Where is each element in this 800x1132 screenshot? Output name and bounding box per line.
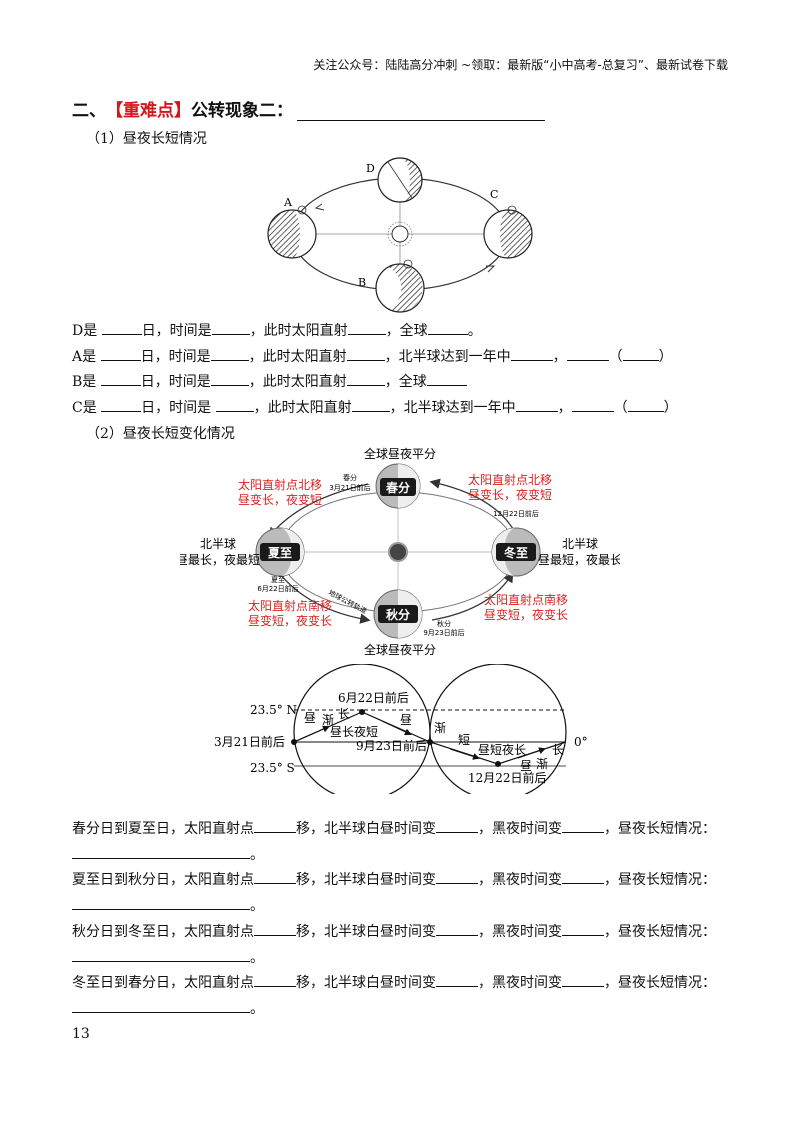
label-a: A xyxy=(283,196,293,209)
path-char-5: 昼长夜短 xyxy=(330,724,378,739)
section-highlight: 【重难点】 xyxy=(106,96,191,121)
autumn-label: 秋分 xyxy=(386,607,410,622)
fill-4: 冬至日到春分日，太阳直射点移，北半球白昼时间变，黑夜时间变，昼夜长短情况： xyxy=(72,972,716,992)
label-c: C xyxy=(490,188,498,201)
part2-title: （2）昼夜长短变化情况 xyxy=(86,423,235,443)
fill-1-answer: 。 xyxy=(72,844,264,864)
section-title-text: 公转现象二： xyxy=(191,96,293,121)
earth-autumn: 秋分 xyxy=(374,590,422,638)
fill-4-answer: 。 xyxy=(72,998,264,1018)
red-tr-2: 昼变长，夜变短 xyxy=(468,487,552,502)
spring-label: 春分 xyxy=(385,480,410,495)
fill-2: 夏至日到秋分日，太阳直射点移，北半球白昼时间变，黑夜时间变，昼夜长短情况： xyxy=(72,869,716,889)
winter-label: 冬至 xyxy=(504,545,528,560)
nh-left-2: 昼最长，夜最短 xyxy=(180,552,260,567)
bottom-equal-label: 全球昼夜平分 xyxy=(364,642,436,657)
summer-date: 6月22日前后 xyxy=(257,584,298,593)
jun-label: 6月22日前后 xyxy=(338,690,409,705)
qa-a: A是 日，时间是，此时太阳直射，北半球达到一年中，（） xyxy=(72,346,673,366)
red-bl-2: 昼变短，夜变长 xyxy=(248,613,332,628)
sun-icon xyxy=(388,222,412,246)
page-number: 13 xyxy=(72,1026,90,1042)
section-title-blank[interactable] xyxy=(297,102,545,121)
red-br-2: 昼变短，夜变长 xyxy=(484,607,568,622)
fill-2-answer: 。 xyxy=(72,895,264,915)
red-br-1: 太阳直射点南移 xyxy=(484,592,568,607)
earth-a xyxy=(268,206,316,258)
top-equal-label: 全球昼夜平分 xyxy=(364,446,436,461)
path-char-3: 长 xyxy=(338,707,350,721)
path-char-9: 长 xyxy=(552,743,564,757)
qa-d: D是 日，时间是，此时太阳直射，全球。 xyxy=(72,320,482,340)
path-char-10: 昼 xyxy=(520,759,532,773)
path-char-11: 渐 xyxy=(536,757,548,771)
autumn-small: 秋分 xyxy=(437,619,451,628)
qa-c: C是 日，时间是 ，此时太阳直射，北半球达到一年中，（） xyxy=(72,397,678,417)
mar-label: 3月21日前后 xyxy=(214,734,285,749)
red-tr-1: 太阳直射点北移 xyxy=(468,472,552,487)
dec-label: 12月22日前后 xyxy=(468,770,547,785)
path-char-8: 昼短夜长 xyxy=(478,742,526,757)
spring-date: 3月21日前后 xyxy=(329,483,370,492)
equator-label: 0° xyxy=(574,735,588,749)
path-char-4: 昼 xyxy=(400,713,412,727)
earth-d xyxy=(378,158,422,202)
sun-icon-2 xyxy=(389,543,407,561)
sunpath-diagram: 23.5° N 23.5° S 0° 3月21日前后 6月22日前后 9月23日… xyxy=(210,664,610,794)
section-prefix: 二、 xyxy=(72,96,106,121)
earth-winter: 冬至 xyxy=(492,528,540,576)
label-d: D xyxy=(366,162,375,175)
earth-c xyxy=(484,206,532,258)
qa-b: B是 日，时间是，此时太阳直射，全球 xyxy=(72,371,467,391)
path-char-1: 昼 xyxy=(304,711,316,725)
fill-3-answer: 。 xyxy=(72,947,264,967)
earth-summer: 夏至 xyxy=(256,528,304,576)
nh-left-1: 北半球 xyxy=(200,537,236,551)
nh-right-2: 昼最短，夜最长 xyxy=(538,552,620,567)
s-lat-label: 23.5° S xyxy=(250,761,295,775)
earth-b xyxy=(376,260,424,312)
spring-small: 春分 xyxy=(343,473,357,482)
orbit-diagram-1: D A C B xyxy=(262,152,538,316)
fill-1: 春分日到夏至日，太阳直射点移，北半球白昼时间变，黑夜时间变，昼夜长短情况： xyxy=(72,818,716,838)
autumn-date: 9月23日前后 xyxy=(423,628,464,637)
fill-3: 秋分日到冬至日，太阳直射点移，北半球白昼时间变，黑夜时间变，昼夜长短情况： xyxy=(72,921,716,941)
red-bl-1: 太阳直射点南移 xyxy=(248,598,332,613)
nh-right-1: 北半球 xyxy=(562,537,598,551)
section-title: 二、 【重难点】 公转现象二： xyxy=(72,96,545,121)
header-note: 关注公众号：陆陆高分冲刺 ~领取：最新版“小中高考-总复习”、最新试卷下载 xyxy=(313,56,728,73)
earth-spring: 春分 xyxy=(376,464,420,508)
label-b: B xyxy=(358,276,366,289)
winter-date: 12月22日前后 xyxy=(493,509,539,518)
path-char-6: 渐 xyxy=(434,721,446,735)
sep-label: 9月23日前后 xyxy=(356,738,427,753)
red-tl-2: 昼变长，夜变短 xyxy=(238,492,322,507)
part1-title: （1）昼夜长短情况 xyxy=(86,128,207,148)
red-tl-1: 太阳直射点北移 xyxy=(238,477,322,492)
summer-label: 夏至 xyxy=(268,546,292,560)
orbit-diagram-2: 全球昼夜平分 春分 春分 3月21日前后 夏至 夏至 6月22日前后 冬至 12… xyxy=(180,444,620,658)
n-lat-label: 23.5° N xyxy=(250,703,297,717)
path-char-7: 短 xyxy=(458,733,470,747)
summer-small: 夏至 xyxy=(271,576,285,584)
